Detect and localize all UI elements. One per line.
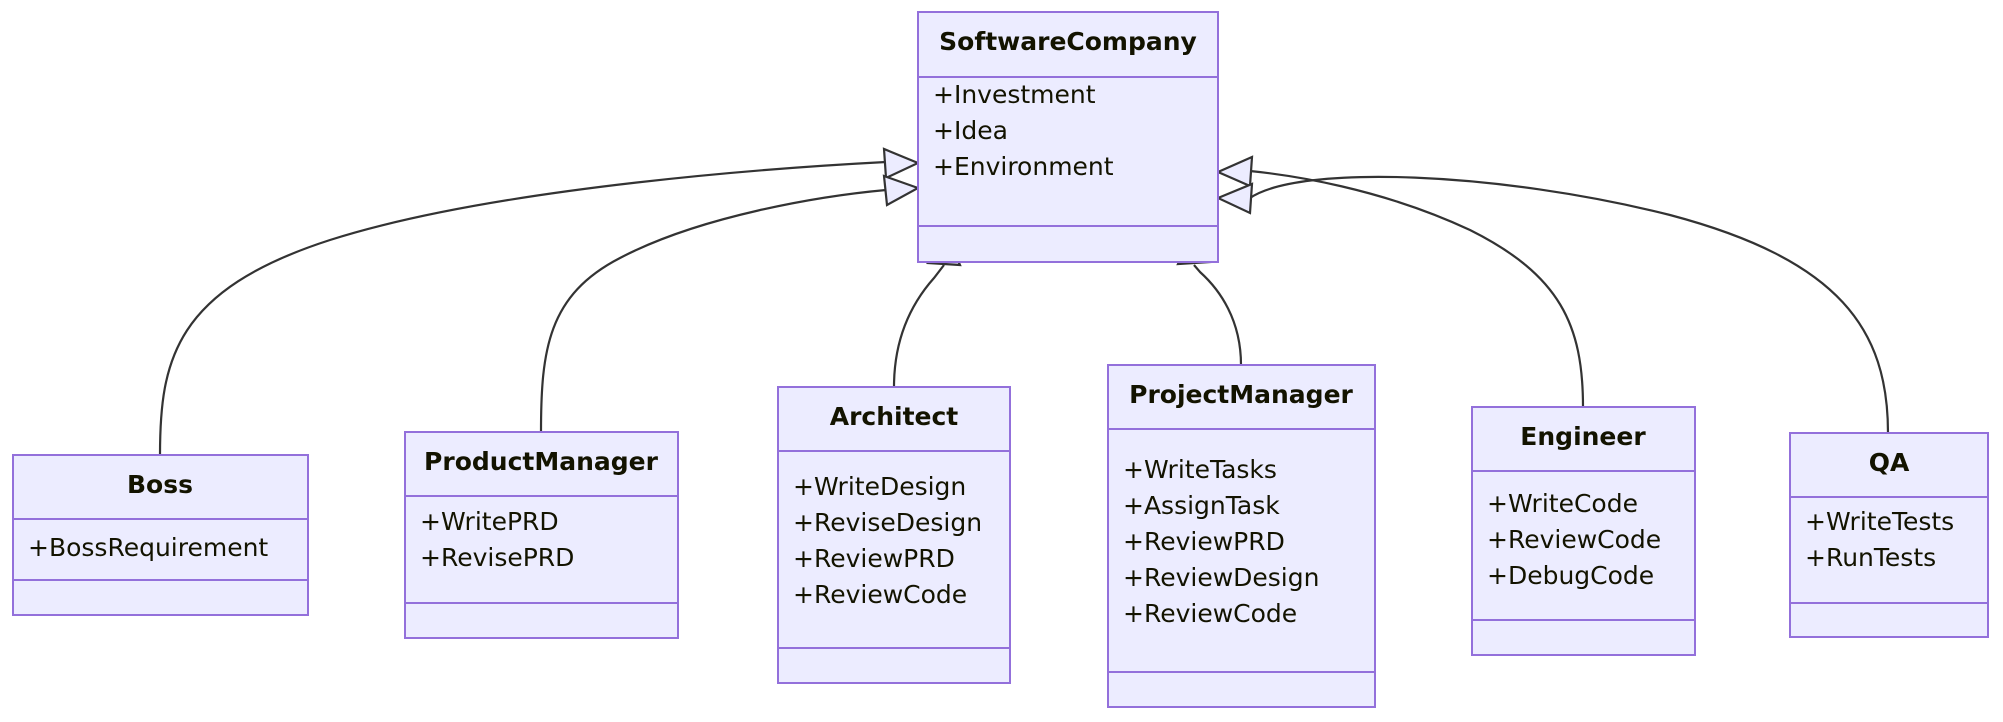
- class-node-architect[interactable]: Architect +WriteDesign +ReviseDesign +Re…: [777, 386, 1011, 684]
- class-attribute-project-manager-2: +ReviewPRD: [1123, 527, 1285, 556]
- class-node-software-company[interactable]: SoftwareCompany +Investment +Idea +Envir…: [917, 11, 1219, 263]
- class-node-project-manager[interactable]: ProjectManager +WriteTasks +AssignTask +…: [1107, 364, 1376, 708]
- class-attribute-engineer-1: +ReviewCode: [1487, 525, 1661, 554]
- class-node-engineer[interactable]: Engineer +WriteCode +ReviewCode +DebugCo…: [1471, 406, 1696, 656]
- class-attribute-project-manager-3: +ReviewDesign: [1123, 563, 1319, 592]
- class-title-architect: Architect: [830, 402, 959, 431]
- class-attribute-software-company-1: +Idea: [933, 116, 1008, 145]
- class-attribute-engineer-2: +DebugCode: [1487, 561, 1654, 590]
- edge-qa-arrowhead: [1215, 182, 1254, 215]
- class-title-engineer: Engineer: [1520, 422, 1646, 451]
- class-attribute-architect-3: +ReviewCode: [793, 580, 967, 609]
- class-box-boss: [12, 454, 309, 616]
- edge-product-manager-inherits[interactable]: [539, 174, 921, 433]
- edge-qa-inherits[interactable]: [1215, 175, 1890, 434]
- class-node-product-manager[interactable]: ProductManager +WritePRD +RevisePRD: [404, 431, 679, 639]
- edge-engineer-arrowhead: [1215, 155, 1254, 188]
- edge-qa-line: [1249, 175, 1890, 434]
- edge-engineer-inherits[interactable]: [1215, 155, 1585, 408]
- class-attribute-project-manager-4: +ReviewCode: [1123, 599, 1297, 628]
- class-node-boss[interactable]: Boss +BossRequirement: [12, 454, 309, 616]
- class-title-boss: Boss: [127, 470, 193, 499]
- edge-project-manager-line: [1193, 264, 1243, 366]
- class-attribute-product-manager-1: +RevisePRD: [420, 543, 574, 572]
- class-attribute-qa-0: +WriteTests: [1805, 507, 1954, 536]
- class-title-software-company: SoftwareCompany: [939, 27, 1197, 56]
- class-attribute-product-manager-0: +WritePRD: [420, 507, 559, 536]
- edge-boss-arrowhead: [882, 147, 921, 180]
- class-attribute-architect-1: +ReviseDesign: [793, 508, 982, 537]
- edge-product-manager-line: [539, 188, 887, 433]
- edge-boss-inherits[interactable]: [158, 147, 921, 456]
- class-title-qa: QA: [1869, 448, 1910, 477]
- class-node-qa[interactable]: QA +WriteTests +RunTests: [1789, 432, 1989, 638]
- edge-architect-line: [892, 264, 945, 388]
- class-title-product-manager: ProductManager: [424, 447, 659, 476]
- class-attribute-software-company-2: +Environment: [933, 152, 1114, 181]
- edge-engineer-line: [1249, 169, 1585, 408]
- class-attribute-qa-1: +RunTests: [1805, 543, 1936, 572]
- class-attribute-software-company-0: +Investment: [933, 80, 1096, 109]
- class-attribute-project-manager-0: +WriteTasks: [1123, 455, 1277, 484]
- class-attribute-project-manager-1: +AssignTask: [1123, 491, 1280, 520]
- class-box-engineer: [1471, 406, 1696, 656]
- edge-boss-line: [158, 160, 887, 456]
- class-title-project-manager: ProjectManager: [1129, 380, 1353, 409]
- class-box-architect: [777, 386, 1011, 684]
- class-attribute-boss-0: +BossRequirement: [28, 533, 268, 562]
- class-attribute-architect-2: +ReviewPRD: [793, 544, 955, 573]
- class-attribute-architect-0: +WriteDesign: [793, 472, 966, 501]
- edge-product-manager-arrowhead: [882, 174, 921, 207]
- class-box-project-manager: [1107, 364, 1376, 708]
- class-attribute-engineer-0: +WriteCode: [1487, 489, 1638, 518]
- class-box-software-company: [917, 11, 1219, 263]
